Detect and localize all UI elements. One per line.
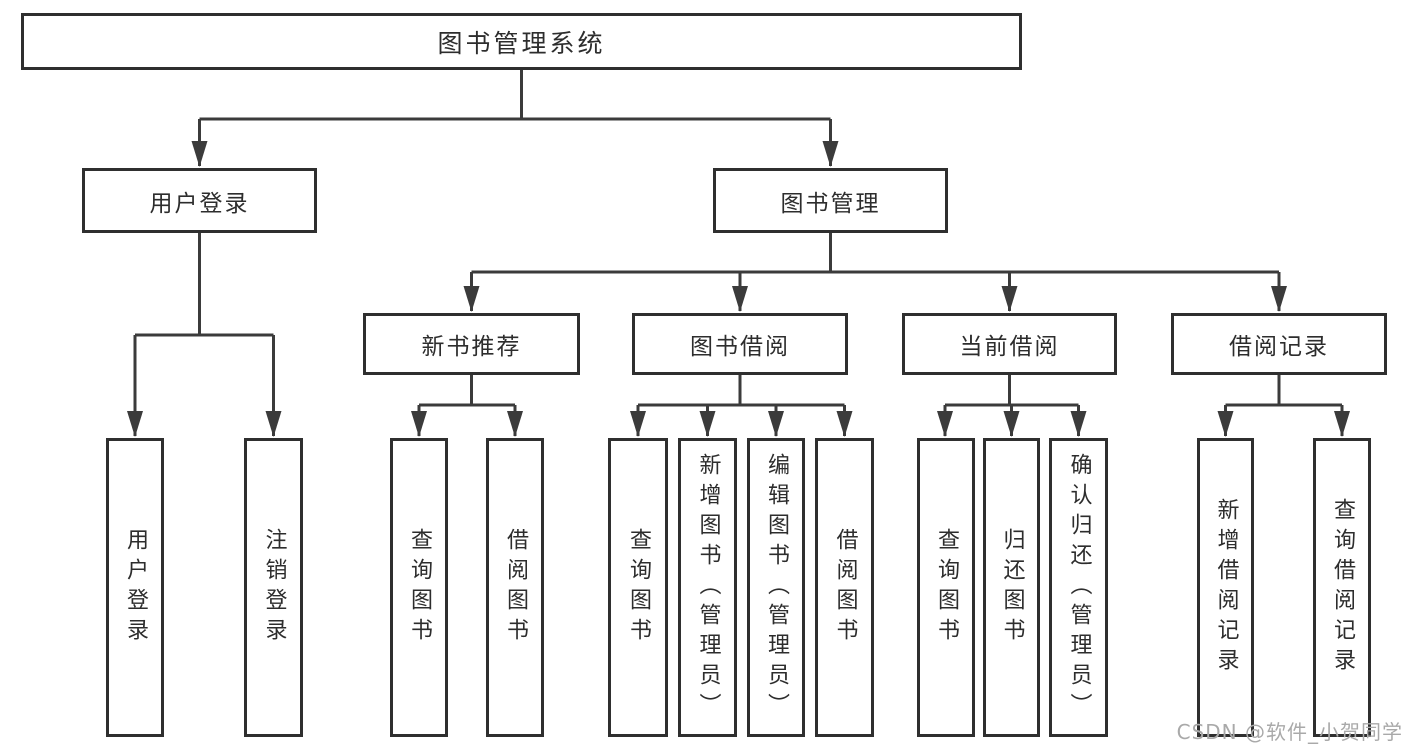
leaf-edit-book-admin: 编辑图书（管理员） <box>747 438 805 737</box>
node-label: 用户登录 <box>149 190 250 217</box>
leaf-borrow-books-recommend: 借阅图书 <box>486 438 544 737</box>
node-book-management: 图书管理 <box>713 168 948 233</box>
leaf-confirm-return-admin: 确认归还（管理员） <box>1049 438 1108 737</box>
leaf-logout: 注销登录 <box>244 438 303 737</box>
leaf-query-borrow-record: 查询借阅记录 <box>1313 438 1371 737</box>
node-label: 用户登录 <box>123 527 148 648</box>
node-label: 注销登录 <box>261 527 287 648</box>
node-library-management-system: 图书管理系统 <box>21 13 1022 70</box>
node-label: 借阅图书 <box>503 527 528 648</box>
node-borrowing-records: 借阅记录 <box>1171 313 1387 375</box>
node-user-login: 用户登录 <box>82 168 317 233</box>
node-label: 归还图书 <box>999 527 1025 648</box>
watermark-text: CSDN @软件_小贺同学 <box>1176 720 1403 744</box>
leaf-user-login: 用户登录 <box>106 438 164 737</box>
leaf-query-books-recommend: 查询图书 <box>390 438 448 737</box>
node-label: 借阅图书 <box>832 527 858 648</box>
connector-arrows <box>127 119 1350 437</box>
leaf-add-borrow-record: 新增借阅记录 <box>1197 438 1254 737</box>
node-label: 查询借阅记录 <box>1330 497 1355 678</box>
node-label: 新书推荐 <box>421 334 522 360</box>
node-label: 图书借阅 <box>690 334 790 360</box>
node-label: 图书管理 <box>780 190 881 217</box>
node-label: 编辑图书（管理员） <box>764 452 789 723</box>
node-label: 借阅记录 <box>1229 334 1329 360</box>
node-label: 新增借阅记录 <box>1213 497 1239 678</box>
node-label: 确认归还（管理员） <box>1066 452 1092 723</box>
leaf-query-books-current: 查询图书 <box>917 438 975 737</box>
node-label: 查询图书 <box>407 527 432 648</box>
node-label: 图书管理系统 <box>437 28 606 58</box>
node-book-borrowing: 图书借阅 <box>632 313 848 375</box>
leaf-query-books-borrow: 查询图书 <box>608 438 668 737</box>
node-new-book-recommendation: 新书推荐 <box>363 313 580 375</box>
node-label: 查询图书 <box>626 527 651 648</box>
connector-spines <box>135 68 1342 407</box>
node-label: 新增图书（管理员） <box>695 452 721 723</box>
node-label: 查询图书 <box>934 527 959 648</box>
leaf-return-book: 归还图书 <box>983 438 1040 737</box>
node-label: 当前借阅 <box>959 334 1060 360</box>
leaf-borrow-books: 借阅图书 <box>815 438 874 737</box>
leaf-add-book-admin: 新增图书（管理员） <box>678 438 737 737</box>
node-current-borrowing: 当前借阅 <box>902 313 1117 375</box>
